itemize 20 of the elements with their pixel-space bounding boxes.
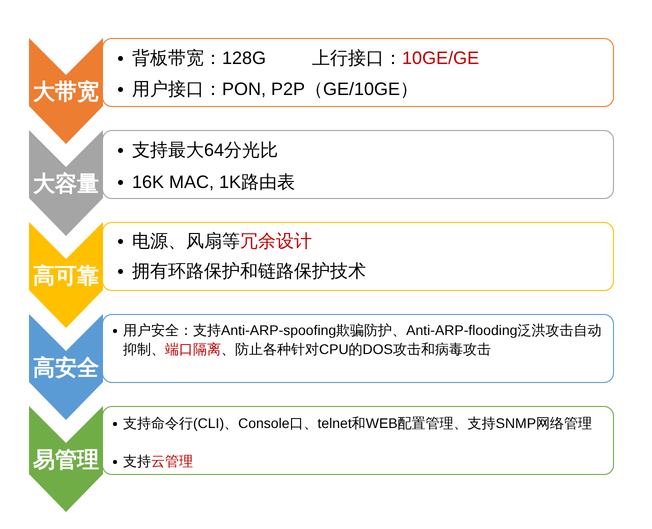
category-label: 高可靠 xyxy=(33,264,99,288)
category-label: 高安全 xyxy=(33,356,99,380)
bullet-text: 支持最大64分光比 xyxy=(132,139,278,162)
category-label: 大带宽 xyxy=(33,80,99,104)
feature-card xyxy=(102,314,614,383)
feature-card xyxy=(102,406,614,475)
feature-card xyxy=(102,130,614,199)
bullet-text: 拥有环路保护和链路保护技术 xyxy=(132,260,366,283)
bullet-text: 背板带宽：128G xyxy=(132,47,266,70)
bullet-text: 电源、风扇等冗余设计 xyxy=(132,230,312,253)
category-label: 易管理 xyxy=(33,448,99,472)
bullet-text: 用户安全：支持Anti-ARP-spoofing欺骗防护、Anti-ARP-flooding泛洪攻击自动抑制、端口隔离、防止各种针对CPU的DOS攻击和病毒攻击 xyxy=(123,321,602,359)
bullet-text: 上行接口：10GE/GE xyxy=(312,47,480,70)
feature-card xyxy=(102,38,614,107)
bullet-text: 支持云管理 xyxy=(123,453,193,470)
feature-card xyxy=(102,222,614,291)
category-label: 大容量 xyxy=(33,172,99,196)
bullet-text: 16K MAC, 1K路由表 xyxy=(132,171,296,194)
bullet-text: 用户接口：PON, P2P（GE/10GE） xyxy=(132,78,418,101)
bullet-text: 支持命令行(CLI)、Console口、telnet和WEB配置管理、支持SNMP网络管理 xyxy=(123,415,592,432)
